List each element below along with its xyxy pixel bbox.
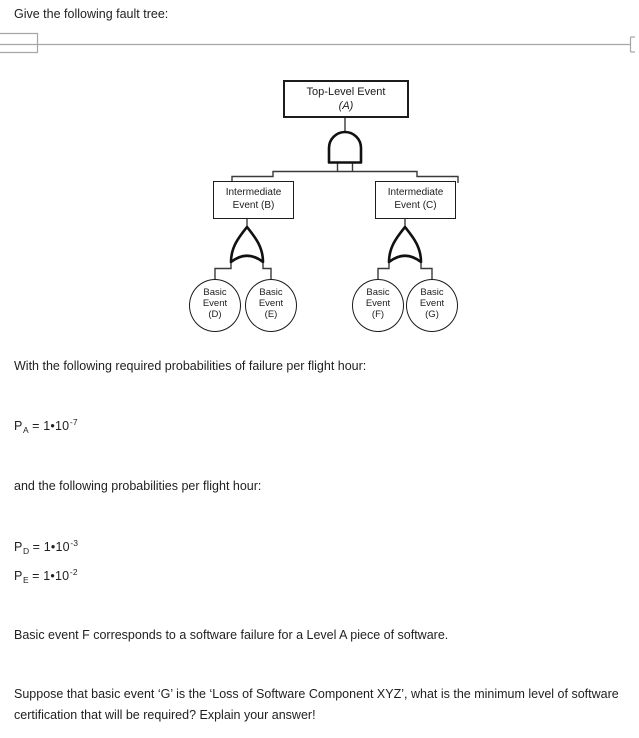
basic-g-line2: Event <box>419 298 445 309</box>
connector-or-c-to-basics <box>377 260 433 280</box>
basic-d-line1: Basic <box>203 287 227 298</box>
and-gate-icon <box>327 130 363 164</box>
formula-pe-exponent: -2 <box>69 567 78 577</box>
intro-text: Give the following fault tree: <box>14 7 169 21</box>
or-gate-right-icon <box>387 225 423 264</box>
question-text: Suppose that basic event ‘G’ is the ‘Los… <box>14 687 619 722</box>
formula-pd-symbol: P <box>14 540 23 554</box>
intermediate-c-line1: Intermediate <box>387 187 444 198</box>
basic-d-line2: Event <box>202 298 228 309</box>
formula-pa-exponent: -7 <box>69 417 78 427</box>
intermediate-c-line2: Event (C) <box>394 200 437 211</box>
formula-pe-subscript: E <box>23 575 29 585</box>
or-gate-left-icon <box>229 225 265 264</box>
top-event-label: (A) <box>338 100 354 112</box>
basic-e-line3: (E) <box>264 309 278 320</box>
basic-event-f-text: Basic event F corresponds to a software … <box>14 628 449 642</box>
basic-d-line3: (D) <box>208 309 222 320</box>
formula-pa-body: = 1•10 <box>28 419 70 433</box>
basic-event-f-circle: Basic Event (F) <box>352 279 404 332</box>
basic-e-line2: Event <box>258 298 284 309</box>
top-event-title: Top-Level Event <box>306 86 386 98</box>
intermediate-b-line1: Intermediate <box>225 187 282 198</box>
basic-event-e-circle: Basic Event (E) <box>245 279 297 332</box>
divider-left-marker-icon <box>0 32 39 54</box>
section-divider <box>0 32 635 54</box>
basic-f-line3: (F) <box>371 309 385 320</box>
fault-tree-connectors <box>214 118 459 280</box>
formula-pa: PA = 1•10-7 <box>14 416 78 438</box>
formula-pd-subscript: D <box>23 546 30 556</box>
connector-or-b-to-basics <box>214 260 272 280</box>
formula-pa-subscript: A <box>23 425 29 435</box>
intermediate-b-line2: Event (B) <box>232 200 275 211</box>
basic-f-line1: Basic <box>366 287 390 298</box>
formula-pd-exponent: -3 <box>70 538 79 548</box>
basic-g-line1: Basic <box>420 287 444 298</box>
basic-f-line2: Event <box>365 298 391 309</box>
formula-pe: PE = 1•10-2 <box>14 566 78 588</box>
basic-event-g-circle: Basic Event (G) <box>406 279 458 332</box>
top-event-box: Top-Level Event (A) <box>283 80 409 118</box>
basic-g-line3: (G) <box>425 309 439 320</box>
divider-right-marker-icon <box>629 36 635 53</box>
basic-event-d-circle: Basic Event (D) <box>189 279 241 332</box>
formula-pd: PD = 1•10-3 <box>14 537 78 559</box>
required-probabilities-text: With the following required probabilitie… <box>14 359 367 373</box>
connector-and-to-intermediates <box>231 170 459 183</box>
following-probabilities-text: and the following probabilities per flig… <box>14 479 262 493</box>
intermediate-event-b-box: Intermediate Event (B) <box>213 181 294 219</box>
formula-pa-symbol: P <box>14 419 23 433</box>
formula-pe-symbol: P <box>14 569 23 583</box>
intermediate-event-c-box: Intermediate Event (C) <box>375 181 456 219</box>
formula-pe-body: = 1•10 <box>28 569 70 583</box>
formula-pd-body: = 1•10 <box>28 540 70 554</box>
basic-e-line1: Basic <box>259 287 283 298</box>
